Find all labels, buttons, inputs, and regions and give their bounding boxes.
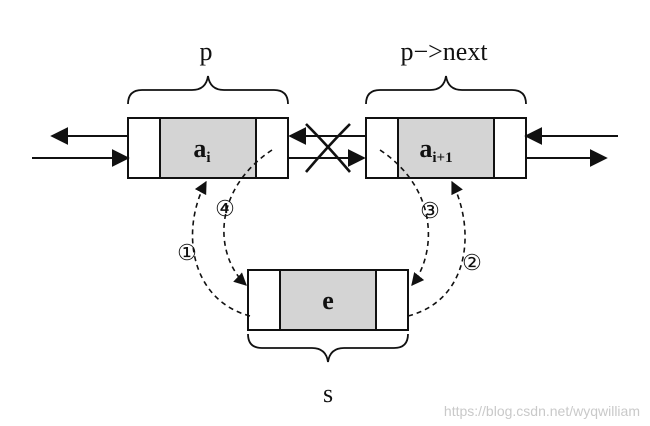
- node-a-i-plus-1-data-cell: [397, 117, 495, 179]
- cross-mark-stroke-2: [305, 123, 351, 173]
- node-e: e: [247, 269, 409, 331]
- brace-p-next: [365, 75, 527, 105]
- node-e-data: e: [322, 286, 334, 315]
- watermark: https://blog.csdn.net/wyqwilliam: [444, 403, 640, 419]
- node-a-i: ai: [127, 117, 289, 179]
- node-e-data-cell: [279, 269, 377, 331]
- node-a-i-subscript: i: [206, 150, 210, 166]
- step-label-4: ④: [215, 196, 235, 221]
- node-a-i-data-cell: [159, 117, 257, 179]
- node-a-i-data: ai: [193, 134, 210, 166]
- node-a-i-plus-1-subscript: i+1: [432, 150, 452, 166]
- label-s: s: [323, 379, 333, 408]
- arrow-step-2: [407, 180, 466, 317]
- node-a-i-plus-1: ai+1: [365, 117, 527, 179]
- brace-p: [127, 75, 289, 105]
- arrow-step-1: [191, 180, 251, 317]
- label-p: p: [200, 37, 213, 66]
- step-label-3: ③: [420, 198, 440, 223]
- step-label-1: ①: [177, 240, 197, 265]
- node-a-i-plus-1-data: ai+1: [419, 134, 452, 166]
- label-p-next: p−>next: [400, 37, 488, 66]
- step-label-2: ②: [462, 250, 482, 275]
- brace-s: [247, 333, 409, 363]
